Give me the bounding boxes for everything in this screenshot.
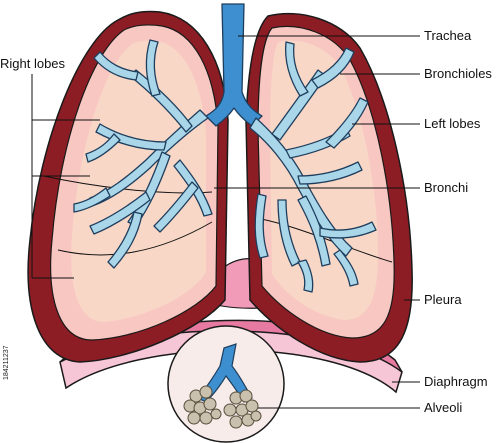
label-bronchi: Bronchi: [424, 180, 468, 195]
watermark-id: 184211237: [3, 345, 10, 380]
leader-lines: [31, 35, 420, 409]
trachea-tube: [205, 3, 263, 127]
label-pleura: Pleura: [424, 292, 462, 307]
label-bronchioles: Bronchioles: [424, 66, 492, 81]
alveoli-cluster-right: [223, 389, 262, 429]
label-diaphragm: Diaphragm: [424, 374, 488, 389]
label-right-lobes: Right lobes: [0, 56, 66, 71]
bronchial-tree: [73, 3, 377, 293]
alveoli-cluster-left: [183, 385, 222, 425]
alveoli-inset: [167, 325, 285, 443]
label-alveoli: Alveoli: [424, 400, 462, 415]
label-left-lobes: Left lobes: [424, 116, 481, 131]
label-trachea: Trachea: [424, 28, 472, 43]
